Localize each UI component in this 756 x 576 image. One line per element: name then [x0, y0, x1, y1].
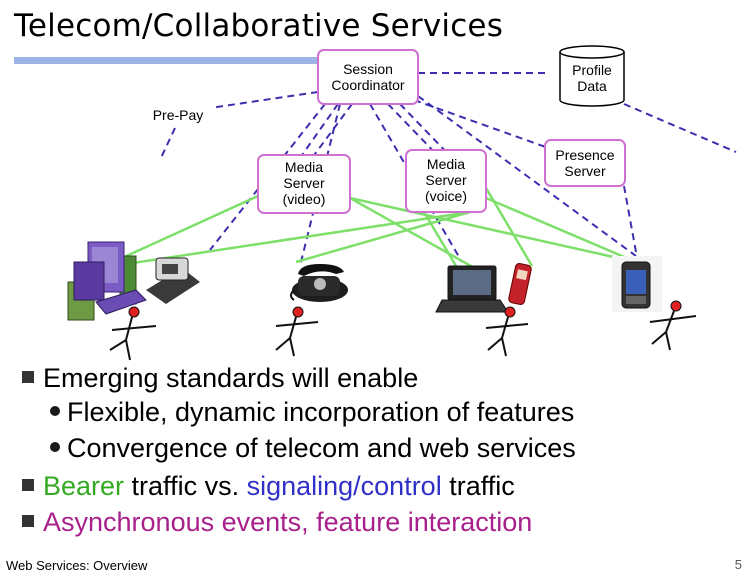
media-server-voice-line-1: Media	[426, 156, 466, 172]
link-coordinator-pc	[209, 103, 326, 251]
square-bullet-icon	[22, 478, 34, 491]
bullet-item: Bearer traffic vs. signaling/control tra…	[22, 470, 515, 502]
media-server-voice-label: Media Server (voice)	[406, 156, 486, 204]
round-bullet-icon	[50, 405, 60, 416]
page-number: 5	[734, 557, 742, 572]
stick-figure-user-icon	[275, 306, 319, 357]
link-coordinator-presence	[413, 99, 555, 151]
round-bullet-icon	[50, 441, 60, 452]
sub-bullet-item: Convergence of telecom and web services	[50, 432, 576, 464]
desktop-computer-icon	[67, 241, 147, 321]
session-coordinator-label: Session Coordinator	[318, 61, 418, 93]
bullet-text: traffic	[441, 471, 515, 501]
sub-bullet-item: Flexible, dynamic incorporation of featu…	[50, 396, 574, 428]
bearer-video-pda	[349, 196, 637, 264]
presence-server-line-1: Presence	[555, 147, 615, 163]
media-server-voice-line-3: (voice)	[424, 188, 467, 204]
bearer-phone-voice	[295, 210, 471, 264]
profile-data-cylinder	[559, 45, 625, 107]
square-bullet-icon	[22, 514, 34, 527]
session-coordinator-line-1: Session	[343, 61, 393, 77]
bearer-term: Bearer	[43, 471, 125, 501]
presence-server-box	[544, 139, 626, 187]
stick-figure-user-icon	[109, 306, 157, 361]
pda-icon	[612, 256, 662, 312]
bullet-text: Flexible, dynamic incorporation of featu…	[67, 397, 575, 427]
media-server-video-label: Media Server (video)	[258, 159, 350, 207]
stick-figure-users	[109, 300, 697, 361]
presence-server-line-2: Server	[564, 163, 606, 179]
bullet-item: Emerging standards will enable	[22, 362, 418, 394]
signaling-term: signaling/control	[246, 471, 442, 501]
square-bullet-icon	[22, 370, 34, 383]
slide-title: Telecom/Collaborative Services	[14, 8, 504, 44]
bearer-laptop-voice	[422, 211, 458, 267]
media-server-video-line-1: Media	[284, 159, 324, 175]
session-coordinator-line-2: Coordinator	[331, 77, 405, 93]
bearer-voice-pda	[485, 196, 637, 264]
pre-pay-label: Pre-Pay	[143, 107, 213, 123]
media-server-video-line-3: (video)	[282, 191, 326, 207]
link-coordinator-laptop	[369, 103, 463, 263]
profile-data-line-1: Profile	[572, 62, 612, 78]
media-server-video-box	[257, 154, 351, 214]
bearer-video-laptop	[349, 196, 479, 272]
link-coordinator-phone	[299, 103, 341, 267]
session-coordinator-box	[317, 49, 419, 105]
stick-figure-user-icon	[649, 300, 697, 351]
bullet-text: Emerging standards will enable	[43, 363, 419, 393]
bullet-text: Convergence of telecom and web services	[67, 433, 576, 463]
media-server-voice-box	[405, 149, 487, 213]
signaling-links	[159, 72, 737, 267]
profile-data-line-2: Data	[577, 78, 607, 94]
link-profile-right	[623, 103, 737, 153]
link-coordinator-video-2	[311, 103, 353, 159]
link-coordinator-prepay	[209, 91, 319, 109]
link-coordinator-video-1	[299, 103, 339, 159]
bullet-text: traffic vs.	[124, 471, 247, 501]
profile-data-label: Profile Data	[560, 62, 624, 94]
title-underline	[14, 57, 324, 64]
link-prepay-down	[159, 127, 176, 161]
bullet-item: Asynchronous events, feature interaction	[22, 506, 532, 538]
link-coordinator-pda	[417, 95, 637, 257]
footer-text: Web Services: Overview	[6, 558, 148, 573]
fax-phone-icon	[146, 257, 200, 304]
media-server-video-line-2: Server	[283, 175, 325, 191]
presence-server-label: Presence Server	[545, 147, 625, 179]
link-presence-pda	[623, 185, 637, 253]
media-server-voice-line-2: Server	[425, 172, 467, 188]
bearer-voice-cell	[484, 187, 534, 267]
cell-phone-icon	[508, 263, 532, 305]
desk-telephone-icon	[290, 264, 348, 302]
stick-figure-user-icon	[485, 306, 529, 357]
laptop-icon	[435, 265, 509, 313]
bullet-text: Asynchronous events, feature interaction	[43, 507, 533, 537]
bearer-pc-voice	[99, 210, 471, 270]
